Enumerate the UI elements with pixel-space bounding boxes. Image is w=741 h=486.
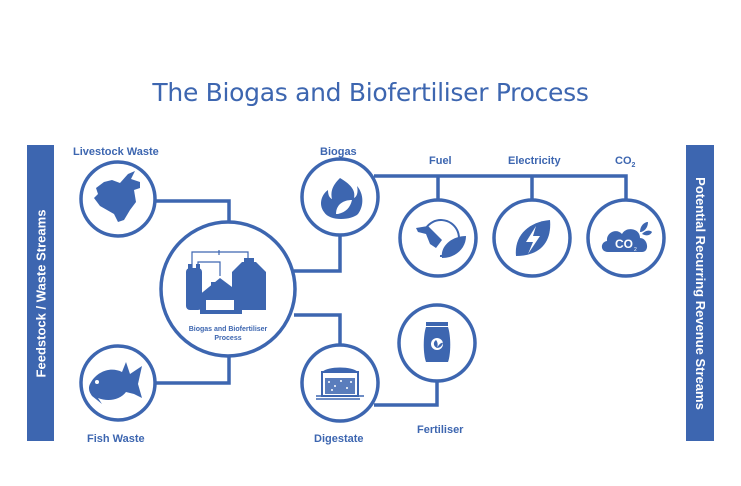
fuel-node [398, 198, 478, 278]
process-caption-line2: Process [214, 335, 242, 342]
cow-head-icon [94, 171, 140, 222]
fuel-label: Fuel [429, 155, 452, 167]
livestock-node [79, 160, 157, 238]
diagram-title: The Biogas and Biofertiliser Process [152, 78, 589, 107]
fish-icon [88, 362, 142, 404]
biogas-plant-icon [186, 250, 266, 314]
co2-label-subscript: 2 [631, 162, 636, 170]
digester-tank-icon [316, 367, 364, 400]
co2-label-text: CO [615, 155, 632, 167]
fertiliser-label: Fertiliser [417, 424, 464, 436]
digestate-node [300, 343, 380, 423]
livestock-label: Livestock Waste [73, 146, 159, 158]
fish-label: Fish Waste [87, 433, 145, 445]
biogas-node [300, 157, 380, 237]
connector-digestate-fertiliser [374, 381, 439, 407]
connector-biogas-revenue [374, 174, 628, 200]
flame-leaf-icon [321, 178, 363, 219]
co2-cloud-icon: CO 2 [601, 222, 652, 253]
electricity-node [492, 198, 572, 278]
connector-livestock-process [155, 199, 231, 222]
fertiliser-bag-icon [423, 322, 451, 362]
fuel-nozzle-leaf-icon [416, 219, 466, 258]
connector-process-digestate [294, 313, 342, 345]
connector-fish-process [155, 357, 231, 385]
electricity-label: Electricity [508, 155, 561, 167]
digestate-label: Digestate [314, 433, 364, 445]
process-node [159, 220, 297, 358]
process-caption-line1: Biogas and Biofertiliser [188, 326, 268, 333]
svg-text:CO: CO [615, 237, 633, 251]
connector-process-biogas [294, 235, 342, 273]
process-caption: Biogas and Biofertiliser Process [168, 325, 288, 343]
biogas-label: Biogas [320, 146, 357, 158]
svg-text:2: 2 [634, 247, 637, 253]
revenue-banner: Potential Recurring Revenue Streams [686, 145, 714, 441]
co2-node [586, 198, 666, 278]
fish-node [79, 344, 157, 422]
feedstock-banner: Feedstock / Waste Streams [27, 145, 54, 441]
lightning-leaf-icon [515, 220, 551, 256]
co2-label: CO2 [615, 155, 635, 169]
fertiliser-node [397, 303, 477, 383]
